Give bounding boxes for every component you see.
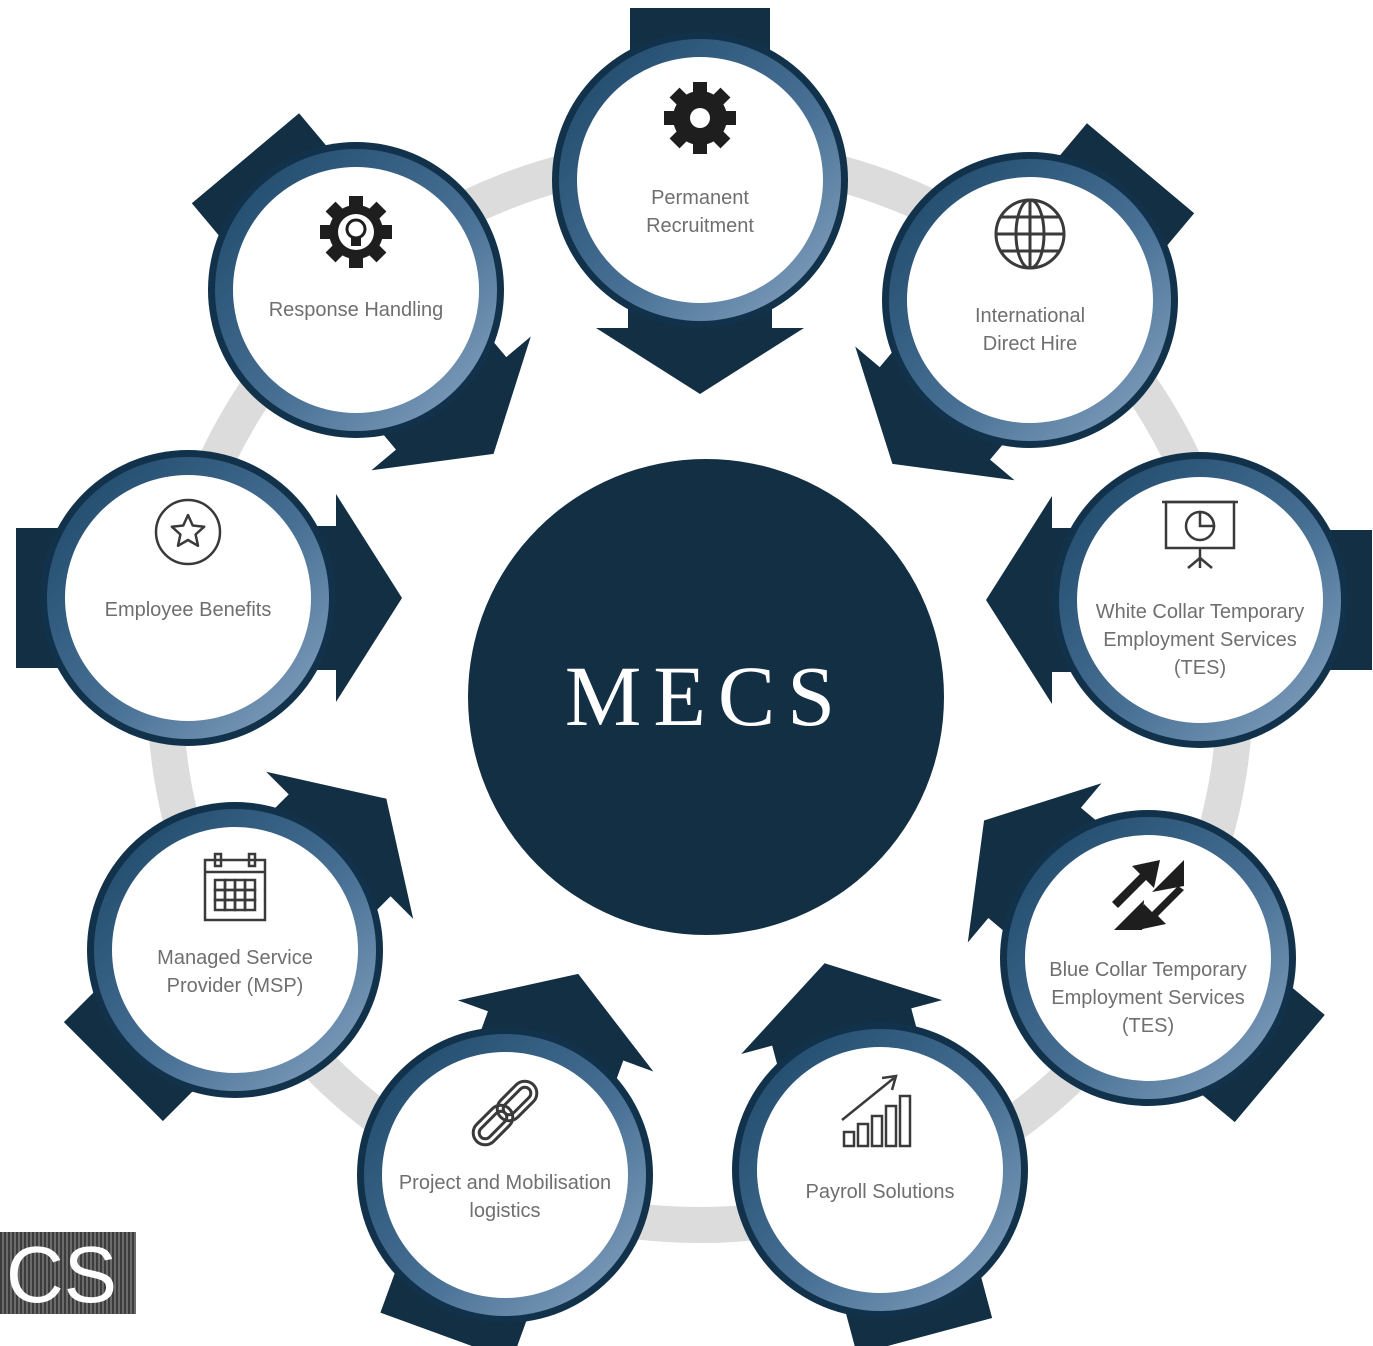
calendar-icon (203, 852, 267, 922)
gear-bulb-icon (320, 196, 392, 268)
gear-icon (664, 82, 736, 154)
project-mobilisation-logistics-label-line: Project and Mobilisation (399, 1172, 611, 1194)
project-mobilisation-logistics-node: Project and Mobilisation logistics (357, 1027, 653, 1323)
managed-service-provider-label-line: Provider (MSP) (167, 975, 304, 997)
center-hub: MECS (468, 459, 944, 935)
project-mobilisation-logistics-label-line: logistics (469, 1200, 540, 1222)
international-direct-hire-label-line: International (975, 305, 1085, 327)
logo-fragment: CS (0, 1230, 136, 1319)
blue-collar-tes-label-line: Blue Collar Temporary (1049, 959, 1247, 981)
international-direct-hire-label-line: Direct Hire (983, 333, 1077, 355)
logo-text: CS (6, 1230, 117, 1319)
permanent-recruitment-label-line: Permanent (651, 187, 749, 209)
chain-link-icon (471, 1079, 539, 1147)
employee-benefits-label-line: Employee Benefits (105, 599, 272, 621)
response-handling-node: Response Handling (208, 142, 504, 438)
white-collar-tes-label-line: Employment Services (1103, 629, 1296, 651)
blue-collar-tes-label-line: Employment Services (1051, 987, 1244, 1009)
white-collar-tes-label-line: White Collar Temporary (1096, 601, 1305, 623)
star-badge-icon (154, 498, 222, 566)
blue-collar-tes-label-line: (TES) (1122, 1015, 1174, 1037)
center-label: MECS (565, 648, 847, 744)
response-handling-label-line: Response Handling (269, 299, 444, 321)
payroll-solutions-node: Payroll Solutions (732, 1022, 1028, 1318)
presentation-board-icon (1162, 500, 1238, 569)
managed-service-provider-label-line: Managed Service (157, 947, 313, 969)
permanent-recruitment-label-line: Recruitment (646, 215, 754, 237)
employee-benefits-node: Employee Benefits (40, 450, 336, 746)
nodes-layer: PermanentRecruitmentInternationalDirect … (40, 32, 1348, 1323)
globe-icon (994, 198, 1066, 270)
white-collar-tes-label-line: (TES) (1174, 657, 1226, 679)
payroll-solutions-label-line: Payroll Solutions (806, 1181, 955, 1203)
bar-chart-growth-icon (841, 1074, 912, 1148)
expand-arrows-icon (1112, 860, 1184, 930)
